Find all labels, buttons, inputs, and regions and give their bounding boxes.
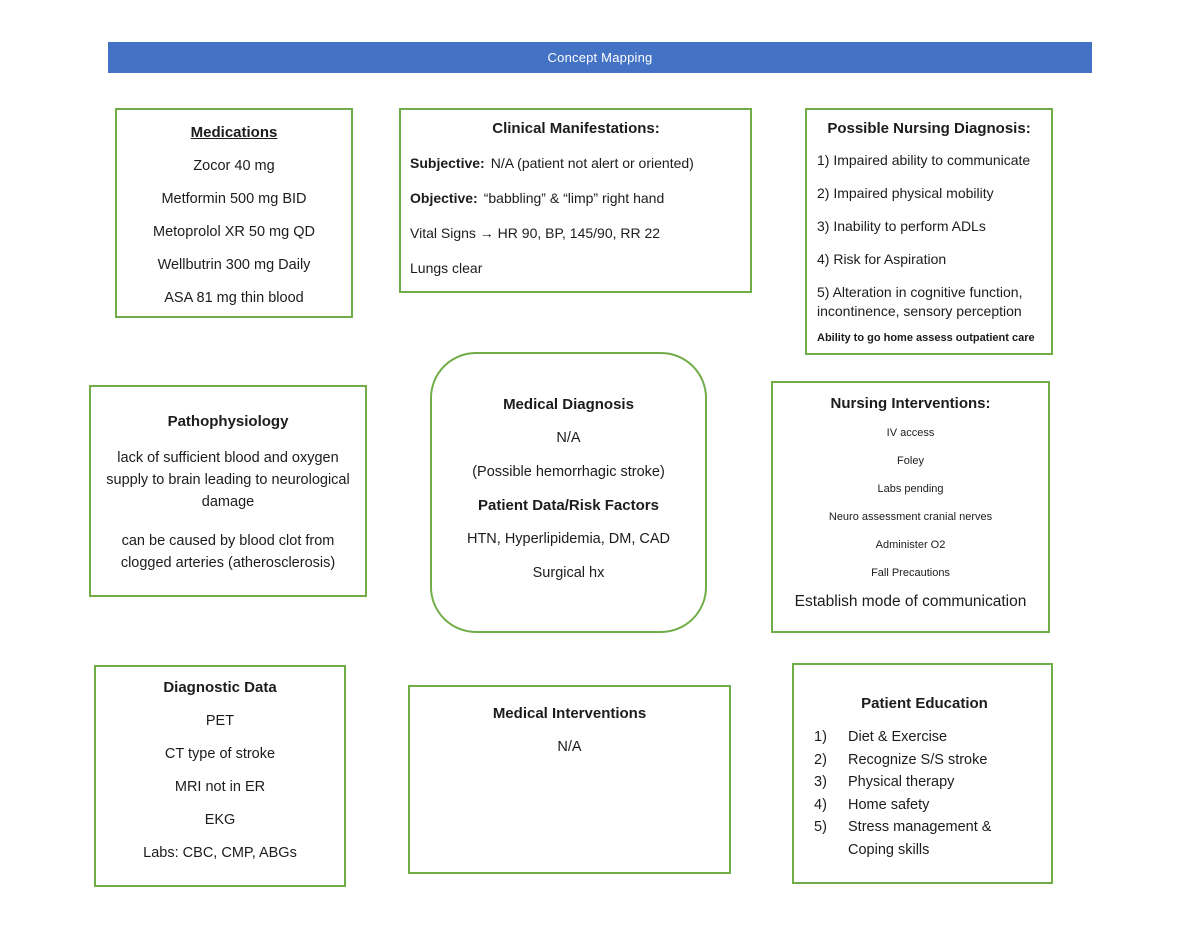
medical-interventions-box: Medical Interventions N/A (408, 685, 731, 874)
nursing-diagnosis-item: 1) Impaired ability to communicate (817, 152, 1031, 168)
medications-box: Medications Zocor 40 mg Metformin 500 mg… (115, 108, 353, 318)
nursing-diagnosis-note: Ability to go home assess outpatient car… (817, 332, 1035, 344)
clinical-manifestations-title: Clinical Manifestations: (492, 120, 660, 137)
item-number: 5) (814, 819, 827, 835)
item-number: 1) (814, 729, 827, 745)
lungs-line: Lungs clear (410, 260, 483, 276)
item-text: Stress management & Coping skills (848, 819, 992, 858)
medications-title: Medications (190, 124, 278, 141)
item-number: 3) (814, 774, 827, 790)
page-title: Concept Mapping (547, 50, 653, 65)
diagnostic-item: EKG (204, 812, 236, 828)
surgical-history-line: Surgical hx (532, 565, 605, 581)
diagnostic-data-box: Diagnostic Data PET CT type of stroke MR… (94, 665, 346, 887)
item-text: Physical therapy (848, 774, 955, 790)
nursing-diagnosis-item: 5) Alteration in cognitive function, inc… (817, 284, 1023, 319)
nursing-intervention-item: IV access (886, 427, 935, 439)
subjective-label: Subjective: (410, 155, 485, 171)
medical-diagnosis-box: Medical Diagnosis N/A (Possible hemorrha… (430, 352, 707, 633)
vital-signs-line: Vital Signs → HR 90, BP, 145/90, RR 22 (410, 225, 661, 241)
nursing-intervention-item: Neuro assessment cranial nerves (828, 511, 993, 523)
diagnostic-item: PET (205, 713, 235, 729)
patient-education-title: Patient Education (861, 695, 988, 712)
medication-item: Metformin 500 mg BID (161, 191, 307, 207)
pathophysiology-title: Pathophysiology (167, 413, 289, 430)
risk-factors-line: HTN, Hyperlipidemia, DM, CAD (466, 531, 671, 547)
nursing-diagnosis-title: Possible Nursing Diagnosis: (827, 120, 1031, 137)
pathophysiology-paragraph: can be caused by blood clot from clogged… (120, 533, 336, 571)
objective-text: “babbling” & “limp” right hand (483, 190, 665, 206)
medication-item: Metoprolol XR 50 mg QD (153, 224, 315, 240)
pathophysiology-paragraph: lack of sufficient blood and oxygen supp… (106, 450, 350, 510)
item-number: 4) (814, 796, 827, 813)
communication-mode-line: Establish mode of communication (794, 593, 1027, 610)
patient-education-item: 3) Physical therapy (814, 771, 1035, 794)
diagnostic-item: MRI not in ER (174, 779, 266, 795)
risk-factors-subtitle: Patient Data/Risk Factors (478, 497, 659, 514)
item-number: 2) (814, 751, 827, 768)
nursing-diagnosis-box: Possible Nursing Diagnosis: 1) Impaired … (805, 108, 1053, 355)
diagnostic-data-title: Diagnostic Data (163, 679, 277, 696)
patient-education-list: 1) Diet & Exercise 2) Recognize S/S stroke… (814, 726, 1035, 861)
item-text: Diet & Exercise (848, 729, 948, 745)
nursing-diagnosis-item: 3) Inability to perform ADLs (817, 218, 986, 234)
patient-education-item: 4) Home safety (814, 794, 1035, 817)
objective-line: Objective: “babbling” & “limp” right hand (410, 189, 742, 207)
medication-item: Zocor 40 mg (193, 158, 275, 174)
item-text: Recognize S/S stroke (848, 751, 988, 768)
patient-education-item: 5) Stress management & Coping skills (814, 816, 1035, 861)
clinical-manifestations-box: Clinical Manifestations: Subjective: N/A … (399, 108, 752, 293)
medical-interventions-title: Medical Interventions (492, 705, 647, 722)
nursing-interventions-title: Nursing Interventions: (830, 395, 991, 412)
diagnostic-item: CT type of stroke (164, 746, 276, 762)
nursing-intervention-item: Administer O2 (875, 539, 946, 551)
medical-diagnosis-qualifier: (Possible hemorrhagic stroke) (472, 464, 665, 480)
subjective-line: Subjective: N/A (patient not alert or ori… (410, 154, 742, 172)
medication-item: Wellbutrin 300 mg Daily (157, 257, 311, 273)
medical-diagnosis-value: N/A (556, 430, 581, 446)
pathophysiology-box: Pathophysiology lack of sufficient blood… (89, 385, 367, 597)
patient-education-item: 1) Diet & Exercise (814, 726, 1035, 749)
nursing-interventions-box: Nursing Interventions: IV access Foley L… (771, 381, 1050, 633)
subjective-text: N/A (patient not alert or oriented) (490, 155, 694, 171)
item-text: Home safety (848, 796, 930, 813)
medical-interventions-value: N/A (557, 739, 582, 755)
nursing-intervention-item: Foley (897, 455, 924, 467)
nursing-diagnosis-item: 2) Impaired physical mobility (817, 185, 994, 201)
banner: Concept Mapping (108, 42, 1092, 73)
patient-education-box: Patient Education 1) Diet & Exercise 2) Re… (792, 663, 1053, 884)
objective-label: Objective: (410, 190, 478, 206)
diagnostic-item: Labs: CBC, CMP, ABGs (143, 845, 297, 861)
medical-diagnosis-title: Medical Diagnosis (503, 396, 634, 413)
nursing-intervention-item: Fall Precautions (871, 567, 950, 579)
patient-education-item: 2) Recognize S/S stroke (814, 749, 1035, 772)
nursing-diagnosis-item: 4) Risk for Aspiration (817, 251, 947, 267)
medication-item: ASA 81 mg thin blood (164, 290, 304, 306)
nursing-intervention-item: Labs pending (877, 483, 944, 495)
